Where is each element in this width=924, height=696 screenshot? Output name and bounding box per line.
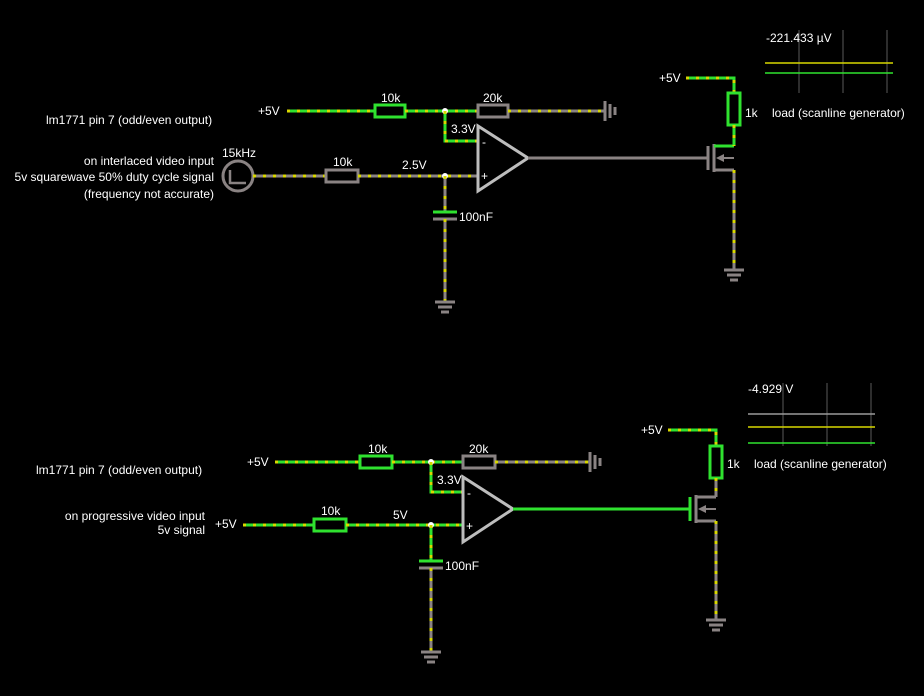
top-opamp-plus: + — [481, 169, 488, 183]
bottom-r2-label: 20k — [469, 442, 489, 456]
top-vref-label: 3.3V — [451, 122, 476, 136]
top-vin-label: 2.5V — [402, 158, 427, 172]
bottom-supply-label: +5V — [247, 455, 269, 469]
bottom-r3-label: 10k — [321, 504, 341, 518]
bottom-opamp-plus: + — [466, 519, 473, 533]
bottom-ground-3-icon — [706, 618, 726, 632]
top-squarewave-source-icon[interactable] — [221, 159, 255, 193]
bottom-r2-resistor[interactable] — [461, 454, 497, 470]
top-source-label: lm1771 pin 7 (odd/even output) — [46, 113, 212, 127]
bottom-input-label-2: 5v signal — [158, 523, 205, 537]
top-load-label: load (scanline generator) — [772, 106, 905, 120]
top-mosfet[interactable] — [706, 144, 734, 172]
bottom-scope[interactable]: -4.929 V — [748, 382, 875, 446]
top-freq-label: 15kHz — [222, 146, 256, 160]
bottom-source-label: lm1771 pin 7 (odd/even output) — [36, 463, 202, 477]
bottom-r1-resistor[interactable] — [358, 454, 394, 470]
bottom-r3-resistor[interactable] — [312, 517, 348, 533]
top-capacitor[interactable] — [433, 210, 457, 221]
top-r3-resistor[interactable] — [324, 168, 360, 184]
top-circuit: lm1771 pin 7 (odd/even output) on interl… — [15, 30, 905, 314]
top-scope-value: -221.433 µV — [766, 31, 832, 45]
top-ground-2-icon — [435, 300, 455, 314]
top-r2-resistor[interactable] — [476, 103, 510, 119]
top-opamp[interactable] — [476, 123, 531, 194]
bottom-scope-value: -4.929 V — [748, 382, 793, 396]
bottom-load-res-label: 1k — [727, 457, 741, 471]
top-load-supply-wire[interactable] — [686, 76, 736, 93]
top-opamp-minus: - — [482, 135, 486, 149]
top-input-label-1: on interlaced video input — [84, 154, 215, 168]
bottom-input-supply-label: +5V — [215, 517, 237, 531]
top-ground-3-icon — [724, 268, 744, 282]
top-r2-label: 20k — [483, 91, 503, 105]
bottom-load-supply-wire[interactable] — [668, 428, 718, 446]
top-r3-label: 10k — [333, 155, 353, 169]
bottom-circuit: lm1771 pin 7 (odd/even output) on progre… — [36, 382, 887, 664]
top-load-supply-label: +5V — [659, 71, 681, 85]
top-r1-label: 10k — [381, 91, 401, 105]
bottom-input-label-1: on progressive video input — [65, 509, 206, 523]
bottom-ground-1-icon — [588, 452, 602, 472]
bottom-vref-label: 3.3V — [437, 473, 462, 487]
bottom-ground-2-icon — [421, 650, 441, 664]
bottom-load-resistor[interactable] — [708, 444, 724, 480]
top-supply-label: +5V — [258, 104, 280, 118]
bottom-load-supply-label: +5V — [641, 423, 663, 437]
bottom-cap-label: 100nF — [445, 559, 479, 573]
bottom-r1-label: 10k — [368, 442, 388, 456]
top-scope[interactable]: -221.433 µV — [765, 30, 893, 93]
bottom-opamp-minus: - — [467, 486, 471, 500]
top-load-res-label: 1k — [745, 106, 759, 120]
bottom-vin-label: 5V — [393, 508, 408, 522]
bottom-opamp[interactable] — [461, 474, 516, 545]
top-input-label-3: (frequency not accurate) — [84, 187, 214, 201]
top-load-resistor[interactable] — [726, 91, 742, 127]
top-r1-resistor[interactable] — [373, 103, 407, 119]
bottom-capacitor[interactable] — [419, 559, 443, 570]
top-input-label-2: 5v squarewave 50% duty cycle signal — [15, 170, 214, 184]
bottom-load-label: load (scanline generator) — [754, 457, 887, 471]
top-cap-label: 100nF — [459, 210, 493, 224]
bottom-mosfet[interactable] — [688, 495, 716, 523]
top-ground-1-icon — [603, 101, 617, 121]
